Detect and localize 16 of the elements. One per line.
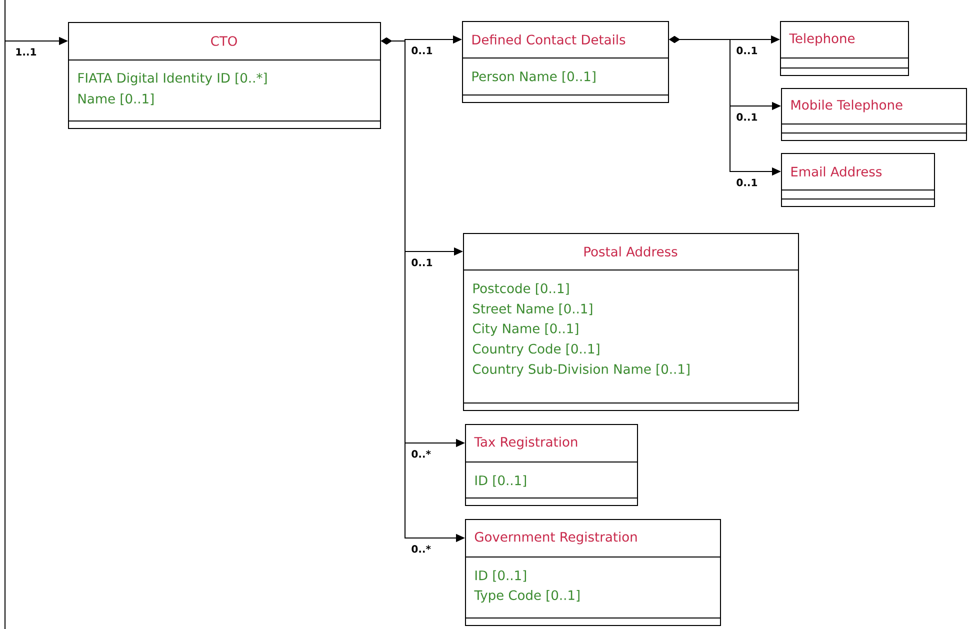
multiplicity-label: 0..1 — [736, 178, 758, 186]
class-box: Email Address — [780, 153, 935, 207]
class-box: Government Registration ID [0..1] Type Code [0..1] — [464, 519, 721, 626]
multiplicity-label: 1..1 — [16, 48, 36, 56]
class-box: Tax Registration ID [0..1] — [464, 424, 638, 506]
class-box: Postal Address Postcode [0..1] Street Name [0..1] City Name [0..1] Country Code [0..1] Country Sub-Division Name [0..1] — [462, 233, 799, 411]
multiplicity-label: 0..1 — [412, 46, 432, 54]
class-box: Mobile Telephone — [780, 88, 967, 141]
multiplicity-label: 0..1 — [736, 113, 758, 121]
class-box: Defined Contact Details Person Name [0..1] — [462, 21, 669, 103]
class-box: CTO FIATA Digital Identity ID [0..*] Name [0..1] — [68, 22, 381, 129]
multiplicity-label: 0..* — [412, 450, 431, 458]
multiplicity-label: 0..1 — [412, 258, 432, 266]
multiplicity-label: 0..1 — [736, 46, 758, 54]
multiplicity-label: 0..* — [412, 545, 431, 553]
class-box: Telephone — [780, 21, 909, 76]
